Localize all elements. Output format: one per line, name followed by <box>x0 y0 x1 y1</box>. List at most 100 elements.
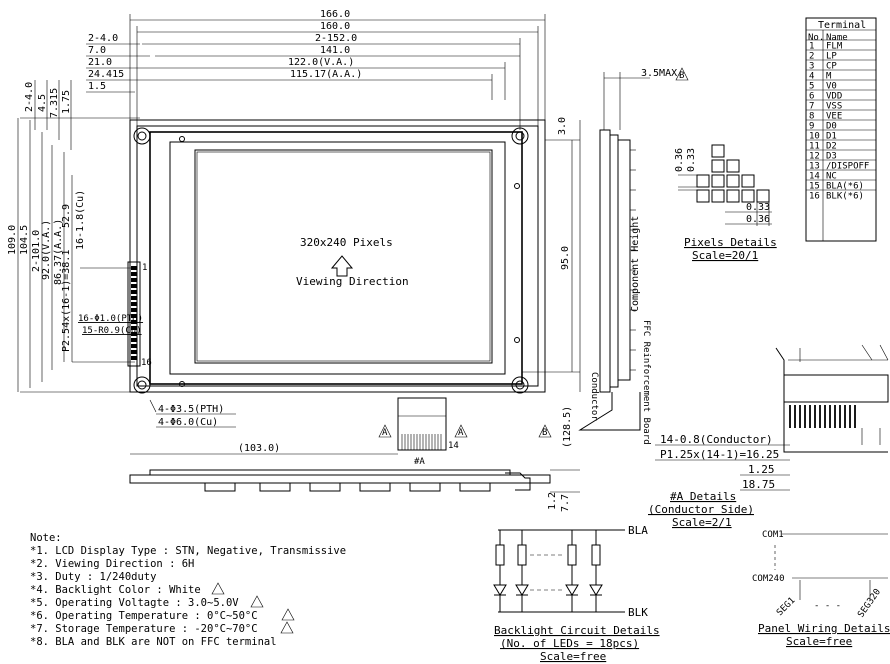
dim-109: 109.0 <box>7 225 18 255</box>
dim-2-152: 2-152.0 <box>315 33 357 44</box>
terminal-row-name: V0 <box>826 82 837 92</box>
top-dimensions: 166.0 160.0 2-152.0 141.0 122.0(V.A.) 11… <box>86 9 546 380</box>
a-detail-title: #A Details <box>670 490 736 503</box>
bottom-section-view: 1.2 7.7 <box>129 469 580 512</box>
ffc-fingers <box>401 434 442 450</box>
side-view: 3.5MAX. B Component Height FFC Reinforce… <box>578 67 689 445</box>
terminal-row-name: D2 <box>826 142 837 152</box>
a-detail-conductor: 14-0.8(Conductor) <box>660 433 773 446</box>
terminal-row-no: 5 <box>809 82 814 92</box>
pixel-grid <box>696 144 770 203</box>
viewing-direction-arrow-icon <box>330 255 354 277</box>
hole-pth-label: 4-Φ3.5(PTH) <box>158 404 224 415</box>
terminal-row-no: 15 <box>809 182 820 192</box>
dim-95: 95.0 <box>560 246 571 270</box>
dim-2-4v: 2-4.0 <box>24 82 35 112</box>
dim-92: 92.0(V.A.) <box>41 220 52 280</box>
dim-2-4: 2-4.0 <box>88 33 118 44</box>
terminal-row-no: 8 <box>809 112 814 122</box>
pin-header: 1 16 <box>127 261 152 368</box>
rev-a-triangle-icon-3 <box>211 582 225 595</box>
dim-7-315: 7.315 <box>49 88 60 118</box>
note-4: *4. Backlight Color : White <box>30 584 201 596</box>
pixels-detail-title: Pixels Details <box>684 236 777 249</box>
terminal-row-no: 2 <box>809 52 814 62</box>
max-height-label: 3.5MAX. <box>641 68 683 79</box>
rev-b-triangle-icon-2 <box>675 67 689 81</box>
dim-21: 21.0 <box>88 57 112 68</box>
dim-166: 166.0 <box>320 9 350 20</box>
terminal-row-no: 12 <box>809 152 820 162</box>
dim-7-7: 7.7 <box>560 494 571 512</box>
left-dimensions: 109.0 104.5 2-101.0 92.0(V.A.) 86.37(A.A… <box>7 80 143 393</box>
panel-com240: COM240 <box>752 574 785 584</box>
pixel-h1: 0.33 <box>746 202 770 213</box>
dim-3-0: 3.0 <box>557 117 568 135</box>
terminal-row-name: VDD <box>826 92 842 102</box>
terminal-row-name: D0 <box>826 122 837 132</box>
terminal-row-no: 14 <box>809 172 820 182</box>
ffc-reinforcement-label: FFC Reinforcement Board <box>641 320 651 445</box>
terminal-row-name: VSS <box>826 102 842 112</box>
rev-b-triangle-icon-4 <box>280 621 294 634</box>
terminal-row-no: 3 <box>809 62 814 72</box>
dim-52-9: 52.9 <box>61 204 72 228</box>
pixels-detail-scale: Scale=20/1 <box>692 249 758 262</box>
terminal-row-no: 7 <box>809 102 814 112</box>
dim-16-1-8: 16-1.8(Cu) <box>75 190 86 250</box>
dim-101: 2-101.0 <box>31 230 42 272</box>
a-detail-1-25: 1.25 <box>748 463 775 476</box>
led-string-2 <box>515 530 529 612</box>
terminal-row-no: 10 <box>809 132 820 142</box>
rev-a-triangle-icon-4 <box>250 595 264 608</box>
rev-b-mark-2: B <box>679 71 684 81</box>
panel-seg1: SEG1 <box>775 596 797 618</box>
a-detail-sub: (Conductor Side) <box>648 503 754 516</box>
terminal-row-name: /DISPOFF <box>826 162 869 172</box>
a-detail-scale: Scale=2/1 <box>672 516 732 529</box>
notes-heading: Note: <box>30 532 62 544</box>
terminal-row-no: 6 <box>809 92 814 102</box>
bla-label: BLA <box>628 524 648 537</box>
note-7: *7. Storage Temperature : -20°C~70°C <box>30 623 258 635</box>
dim-4-5: 4.5 <box>37 94 48 112</box>
dim-24: 24.415 <box>88 69 124 80</box>
notes: Note: *1. LCD Display Type : STN, Negati… <box>30 532 346 648</box>
pin-1-label: 1 <box>142 263 147 273</box>
a-detail-pitch: P1.25x(14-1)=16.25 <box>660 448 779 461</box>
side-components <box>630 149 636 371</box>
terminal-row-name: FLM <box>826 42 843 52</box>
led-string-4 <box>589 530 603 612</box>
rev-a-triangle-icon <box>378 424 392 438</box>
pixels-label: 320x240 Pixels <box>300 236 393 249</box>
terminal-row-no: 11 <box>809 142 820 152</box>
dim-1-2: 1.2 <box>547 492 558 510</box>
backlight-sub: (No. of LEDs = 18pcs) <box>500 637 639 650</box>
rev-a-mark: A <box>382 428 388 438</box>
terminal-row-no: 1 <box>809 42 814 52</box>
front-view: 1 16 320x240 Pixels Viewing Direction 4-… <box>127 117 581 467</box>
terminal-row-name: VEE <box>826 112 842 122</box>
pixel-h2: 0.36 <box>746 214 770 225</box>
viewing-label: Viewing Direction <box>296 275 409 288</box>
terminal-row-name: LP <box>826 52 837 62</box>
pixel-v1: 0.36 <box>674 148 685 172</box>
pixel-v2: 0.33 <box>686 148 697 172</box>
dim-pitch: P2.54x(16-1)=38.1 <box>61 250 72 352</box>
dim-1-5: 1.5 <box>88 81 106 92</box>
rev-b-triangle-icon-3 <box>281 608 295 621</box>
dim-122: 122.0(V.A.) <box>288 57 354 68</box>
dim-104: 104.5 <box>19 225 30 255</box>
dim-128-5: (128.5) <box>562 406 573 448</box>
label-pth: 16-Φ1.0(PTH) <box>78 314 143 324</box>
conductor-fingers <box>789 405 856 428</box>
led-string-1 <box>493 530 507 612</box>
dim-160: 160.0 <box>320 21 350 32</box>
note-5: *5. Operating Voltagte : 3.0~5.0V <box>30 597 239 609</box>
terminal-row-name: D1 <box>826 132 837 142</box>
dim-103: (103.0) <box>238 443 280 454</box>
terminal-row-name: M <box>826 72 832 82</box>
